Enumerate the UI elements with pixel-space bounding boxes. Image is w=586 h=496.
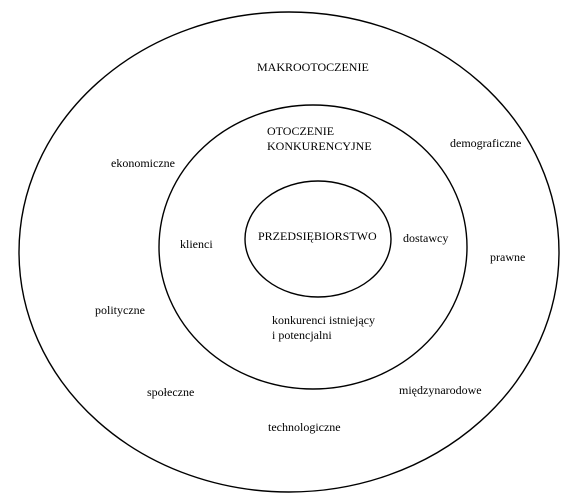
factor-international: międzynarodowe [399, 383, 482, 397]
competitive-clients: klienci [180, 237, 213, 251]
factor-economic: ekonomiczne [111, 156, 175, 170]
competitive-competitors-line1: konkurenci istniejący [272, 313, 375, 327]
competitive-environment-title-line2: KONKURENCYJNE [267, 139, 372, 153]
enterprise-ring [244, 180, 392, 298]
factor-technological: technologiczne [268, 420, 341, 434]
competitive-suppliers: dostawcy [403, 231, 449, 245]
factor-political: polityczne [95, 303, 145, 317]
competitive-environment-ring [158, 104, 468, 390]
enterprise-title: PRZEDSIĘBIORSTWO [258, 229, 377, 243]
factor-legal: prawne [490, 250, 526, 264]
macro-environment-ring [18, 11, 560, 493]
competitive-competitors-line2: i potencjalni [272, 328, 332, 342]
factor-demographic: demograficzne [450, 136, 522, 150]
factor-social: społeczne [147, 385, 195, 399]
competitive-environment-title-line1: OTOCZENIE [267, 124, 335, 138]
macro-environment-title: MAKROOTOCZENIE [257, 60, 369, 74]
